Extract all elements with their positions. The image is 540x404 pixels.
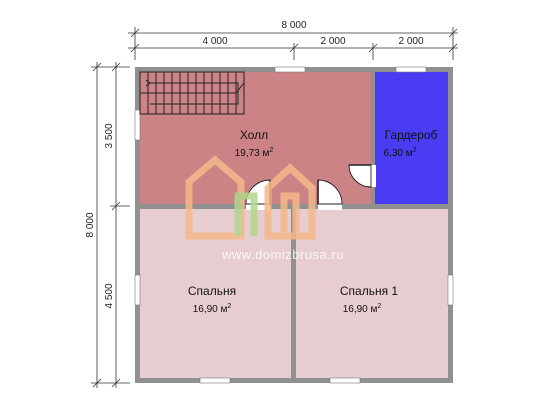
staircase <box>139 71 245 115</box>
bedroom-1-name: Спальня 1 <box>340 284 399 298</box>
bedroom-1-area: 16,90 м2 <box>343 303 382 315</box>
room-wardrobe <box>375 72 448 204</box>
dim-segment-3: 2 000 <box>398 36 423 47</box>
bedroom-name: Спальня <box>188 284 236 298</box>
top-dimensions <box>128 27 458 60</box>
dim-total-height: 8 000 <box>85 212 96 237</box>
wardrobe-area: 6,30 м2 <box>383 147 416 159</box>
hall-area: 19,73 м2 <box>235 147 274 159</box>
watermark-text: www.domizbrusa.ru <box>221 247 344 262</box>
watermark-logo <box>185 155 316 240</box>
windows <box>134 66 454 384</box>
bedroom-area: 16,90 м2 <box>193 303 232 315</box>
wardrobe-name: Гардероб <box>385 128 438 142</box>
left-dimensions <box>91 62 130 388</box>
dim-total-width: 8 000 <box>281 20 306 31</box>
room-bedroom-1 <box>296 209 448 378</box>
dim-lower-height: 4 500 <box>104 283 115 308</box>
room-hall <box>140 72 371 204</box>
dim-segment-1: 4 000 <box>202 36 227 47</box>
dim-upper-height: 3 500 <box>104 123 115 148</box>
dim-segment-2: 2 000 <box>320 36 345 47</box>
hall-name: Холл <box>240 128 268 142</box>
